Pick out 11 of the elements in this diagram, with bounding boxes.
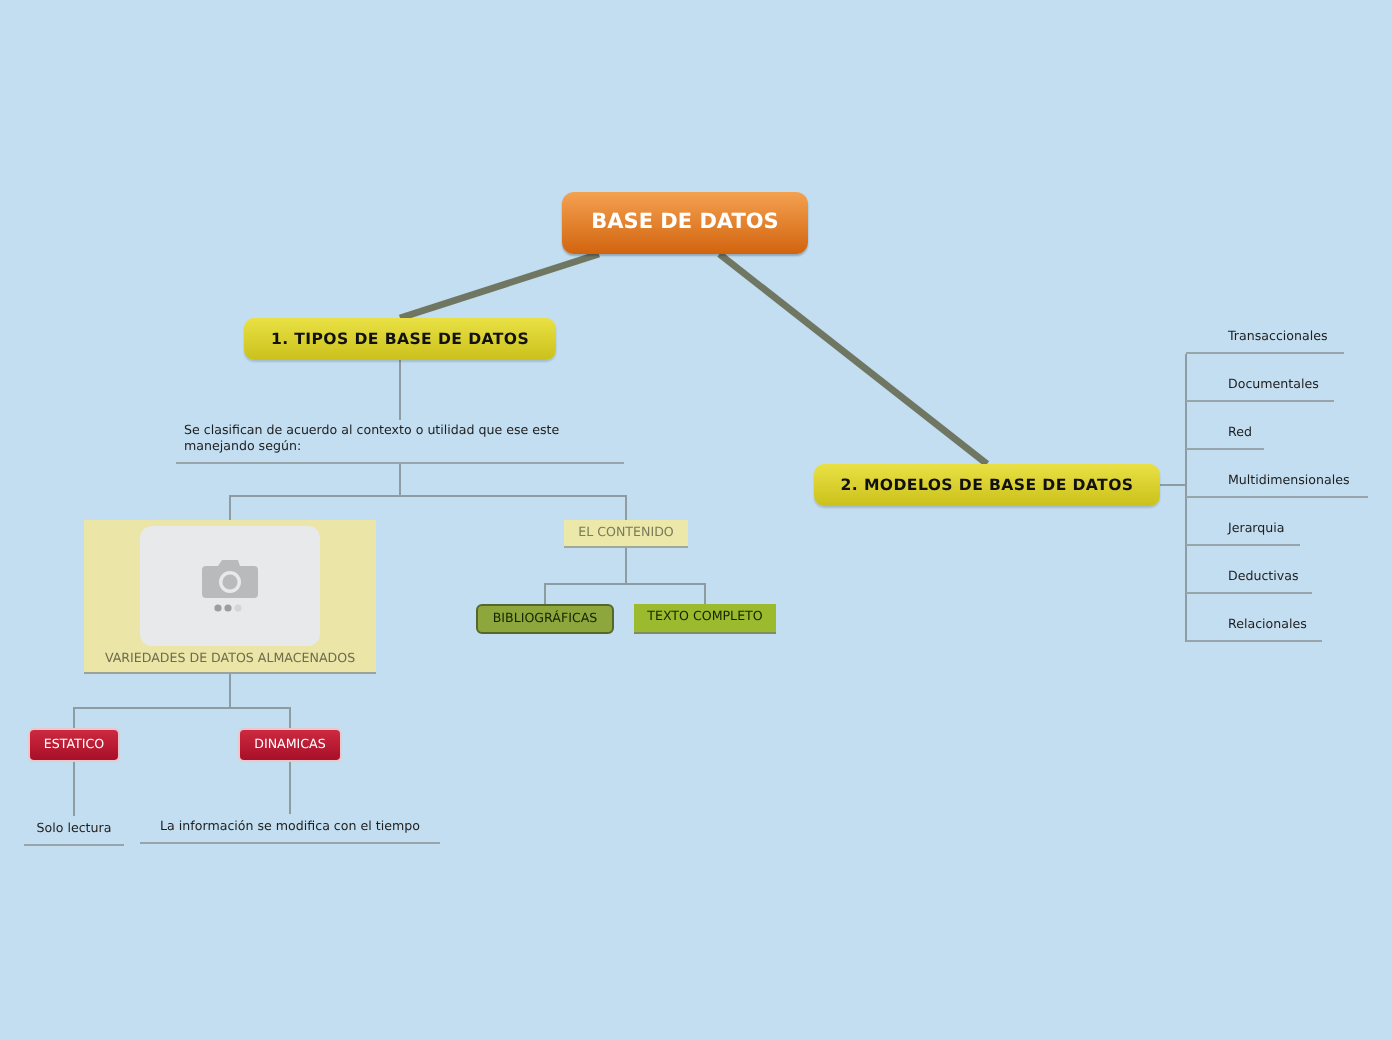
connector-line	[398, 250, 600, 322]
connector-line	[289, 759, 291, 815]
connector-line	[717, 251, 990, 467]
image-topic-card	[84, 520, 376, 674]
connector-line	[229, 673, 291, 731]
connector-line	[1159, 484, 1187, 643]
connector-line	[625, 547, 706, 605]
connector-line	[399, 359, 401, 421]
connector-line	[73, 759, 75, 817]
central-topic: BASE DE DATOS	[562, 192, 808, 254]
connector-line	[399, 463, 627, 521]
